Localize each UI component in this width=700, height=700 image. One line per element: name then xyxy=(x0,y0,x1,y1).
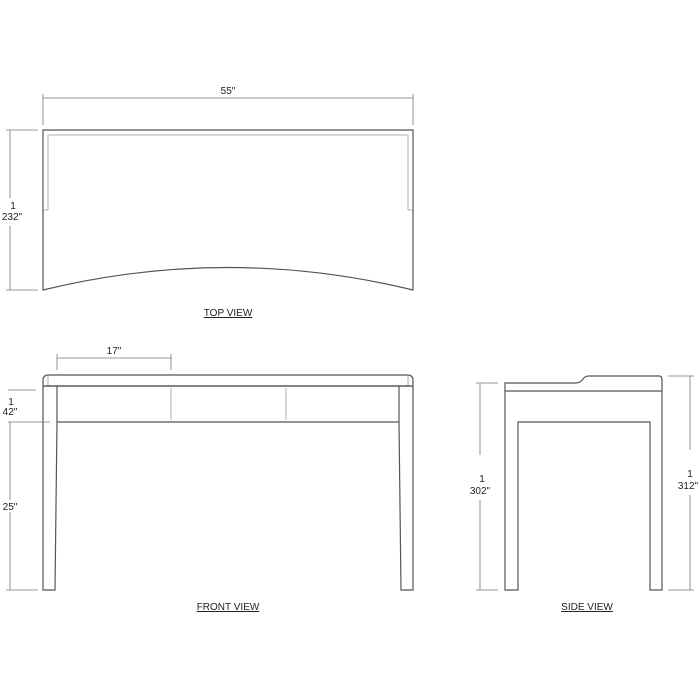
side-top xyxy=(504,375,663,392)
leg-dimension: 25" xyxy=(3,422,38,591)
width-dimension-label: 55" xyxy=(221,86,236,97)
depth-dimension-label: 232" xyxy=(2,212,23,223)
side-frame xyxy=(504,391,663,591)
front-top xyxy=(42,374,414,387)
drawer-dimension-label: 17" xyxy=(107,346,122,357)
front-view: 17" 1 42" 25" FRONT VIEW xyxy=(3,346,414,613)
side-left-dimension-fraction: 1 xyxy=(479,474,485,485)
side-right-dimension: 1 312" xyxy=(668,375,699,591)
drawer-dimension: 17" xyxy=(56,346,172,370)
side-view-label: SIDE VIEW xyxy=(561,602,613,613)
side-view: 1 302" 1 312" SIDE VIEW xyxy=(470,375,699,613)
apron-dimension-label: 42" xyxy=(3,407,18,418)
front-view-label: FRONT VIEW xyxy=(197,602,260,613)
right-leg xyxy=(398,386,414,591)
side-left-dimension: 1 302" xyxy=(470,382,498,591)
side-right-dimension-fraction: 1 xyxy=(687,469,693,480)
top-inner-edge xyxy=(47,134,409,210)
side-right-dimension-label: 312" xyxy=(678,481,699,492)
depth-dimension: 1 232" xyxy=(2,129,38,291)
apron-dimension-fraction: 1 xyxy=(8,397,14,408)
depth-dimension-fraction: 1 xyxy=(10,201,16,212)
left-leg xyxy=(42,386,58,591)
desk-top-outline xyxy=(42,129,414,291)
leg-dimension-label: 25" xyxy=(3,502,18,513)
side-left-dimension-label: 302" xyxy=(470,486,491,497)
top-view-label: TOP VIEW xyxy=(204,308,253,319)
width-dimension: 55" xyxy=(42,86,414,125)
top-view: 55" 1 232" TOP VIEW xyxy=(2,86,414,319)
apron-dimension: 1 42" xyxy=(3,389,50,423)
